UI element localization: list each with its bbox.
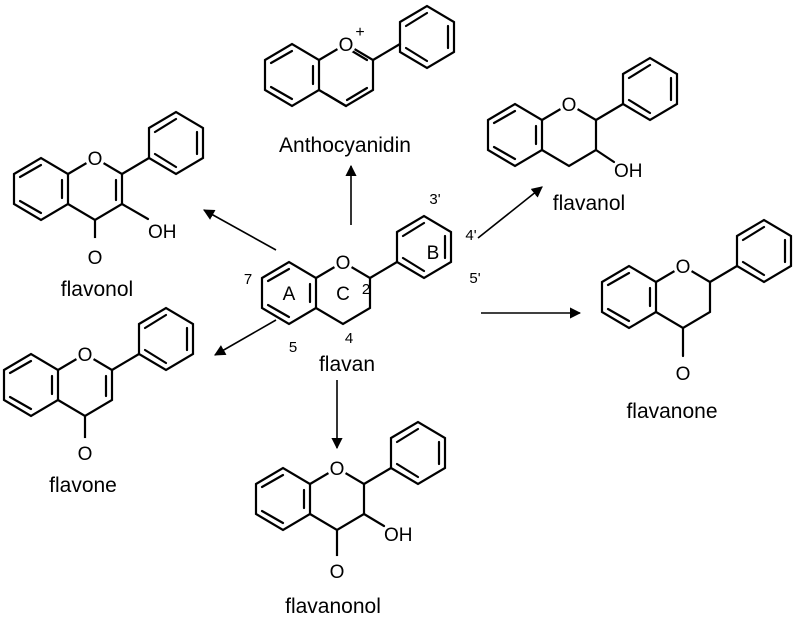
- position-4-label: 4: [345, 330, 353, 347]
- flavan-name: flavan: [319, 353, 375, 376]
- flavonol-carbonyl-oxygen: O: [88, 248, 103, 269]
- flavanone-structure: O O flavanone: [600, 218, 793, 423]
- flavanonol-name: flavanonol: [285, 595, 381, 618]
- arrow-to-flavone: [214, 319, 277, 356]
- ring-b-label: B: [427, 243, 440, 264]
- flavone-name: flavone: [49, 474, 117, 497]
- oxonium-charge: +: [355, 24, 364, 41]
- flavanonol-structure: O O OH flavanonol: [254, 420, 447, 618]
- flavanonol-carbonyl-oxygen: O: [330, 562, 345, 583]
- flavanol-name: flavanol: [553, 192, 625, 215]
- conversion-arrows: [203, 164, 582, 450]
- arrow-to-flavonol: [203, 209, 277, 251]
- position-5-label: 5: [289, 339, 297, 356]
- flavan-structure: O A C B 2 3' 4' 5' 7 5 4 flavan: [244, 191, 481, 376]
- flavan-oxygen: O: [336, 253, 351, 274]
- flavanone-name: flavanone: [626, 400, 717, 423]
- position-7-label: 7: [244, 271, 252, 288]
- flavone-carbonyl-oxygen: O: [78, 444, 93, 465]
- position-4prime-label: 4': [465, 227, 476, 244]
- flavonol-ring-oxygen: O: [88, 149, 103, 170]
- position-5prime-label: 5': [469, 270, 480, 287]
- flavanonol-ring-oxygen: O: [330, 459, 345, 480]
- flavone-ring-oxygen: O: [78, 345, 93, 366]
- anthocyanidin-oxygen: O: [339, 35, 354, 56]
- flavanol-hydroxyl: OH: [614, 161, 643, 182]
- flavanol-oxygen: O: [562, 95, 577, 116]
- anthocyanidin-name: Anthocyanidin: [279, 134, 411, 157]
- flavanonol-hydroxyl: OH: [384, 525, 413, 546]
- flavone-structure: O O flavone: [2, 306, 195, 497]
- flavanol-structure: O OH flavanol: [486, 56, 679, 215]
- ring-c-label: C: [336, 284, 350, 305]
- position-2-label: 2: [362, 281, 370, 298]
- flavonol-hydroxyl: OH: [148, 222, 177, 243]
- position-3prime-label: 3': [429, 191, 440, 208]
- ring-a-label: A: [283, 284, 296, 305]
- anthocyanidin-structure: O + Anthocyanidin: [263, 4, 456, 157]
- flavanone-carbonyl-oxygen: O: [676, 364, 691, 385]
- arrow-to-flavanol: [477, 186, 543, 239]
- flavonol-structure: O O OH flavonol: [12, 110, 205, 301]
- flavonol-name: flavonol: [61, 278, 133, 301]
- flavanone-ring-oxygen: O: [676, 257, 691, 278]
